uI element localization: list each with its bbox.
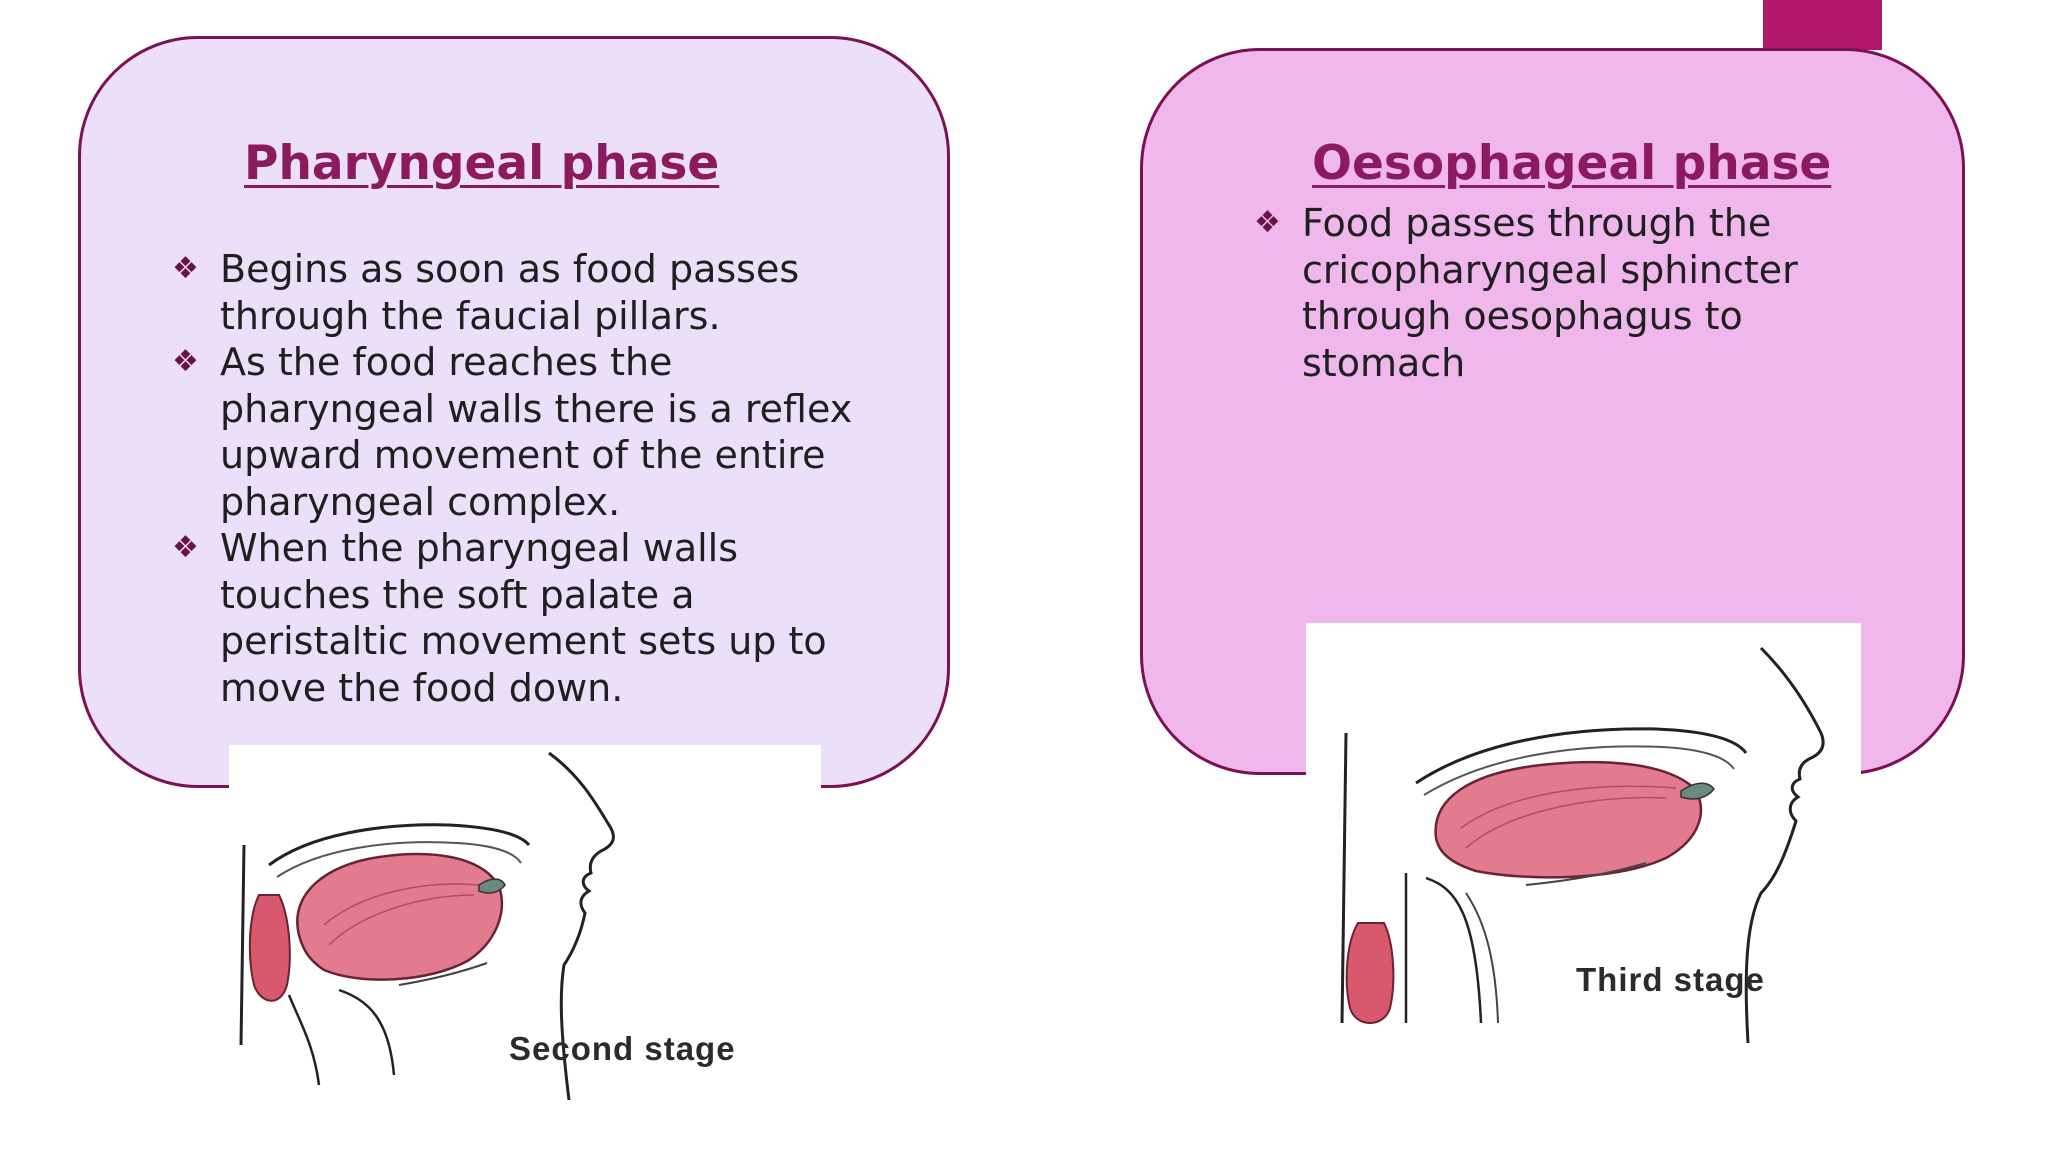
second-stage-illustration: Second stage [229, 745, 821, 1100]
diamond-bullet-icon: ❖ [172, 530, 199, 565]
bullet-item: ❖ As the food reaches the pharyngeal wall… [172, 339, 892, 525]
bullet-text: Food passes through the cricopharyngeal … [1302, 201, 1798, 385]
oesophageal-bullet-list: ❖ Food passes through the cricopharyngeal… [1254, 200, 1864, 386]
diamond-bullet-icon: ❖ [1254, 205, 1281, 240]
bullet-item: ❖ When the pharyngeal walls touches the s… [172, 525, 892, 711]
bullet-item: ❖ Begins as soon as food passes through t… [172, 246, 892, 339]
bullet-text: When the pharyngeal walls touches the so… [220, 526, 827, 710]
oesophageal-phase-title: Oesophageal phase [1312, 136, 1832, 191]
pharyngeal-bullet-list: ❖ Begins as soon as food passes through t… [172, 246, 892, 711]
second-stage-label: Second stage [509, 1030, 736, 1067]
bullet-text: Begins as soon as food passes through th… [220, 247, 800, 338]
third-stage-label: Third stage [1576, 961, 1765, 998]
pharyngeal-phase-card [78, 36, 950, 788]
diamond-bullet-icon: ❖ [172, 251, 199, 286]
diamond-bullet-icon: ❖ [172, 344, 199, 379]
third-stage-illustration: Third stage [1306, 623, 1861, 1043]
accent-bar [1763, 0, 1882, 50]
pharyngeal-phase-title: Pharyngeal phase [244, 136, 720, 191]
bullet-text: As the food reaches the pharyngeal walls… [220, 340, 853, 524]
bullet-item: ❖ Food passes through the cricopharyngeal… [1254, 200, 1864, 386]
